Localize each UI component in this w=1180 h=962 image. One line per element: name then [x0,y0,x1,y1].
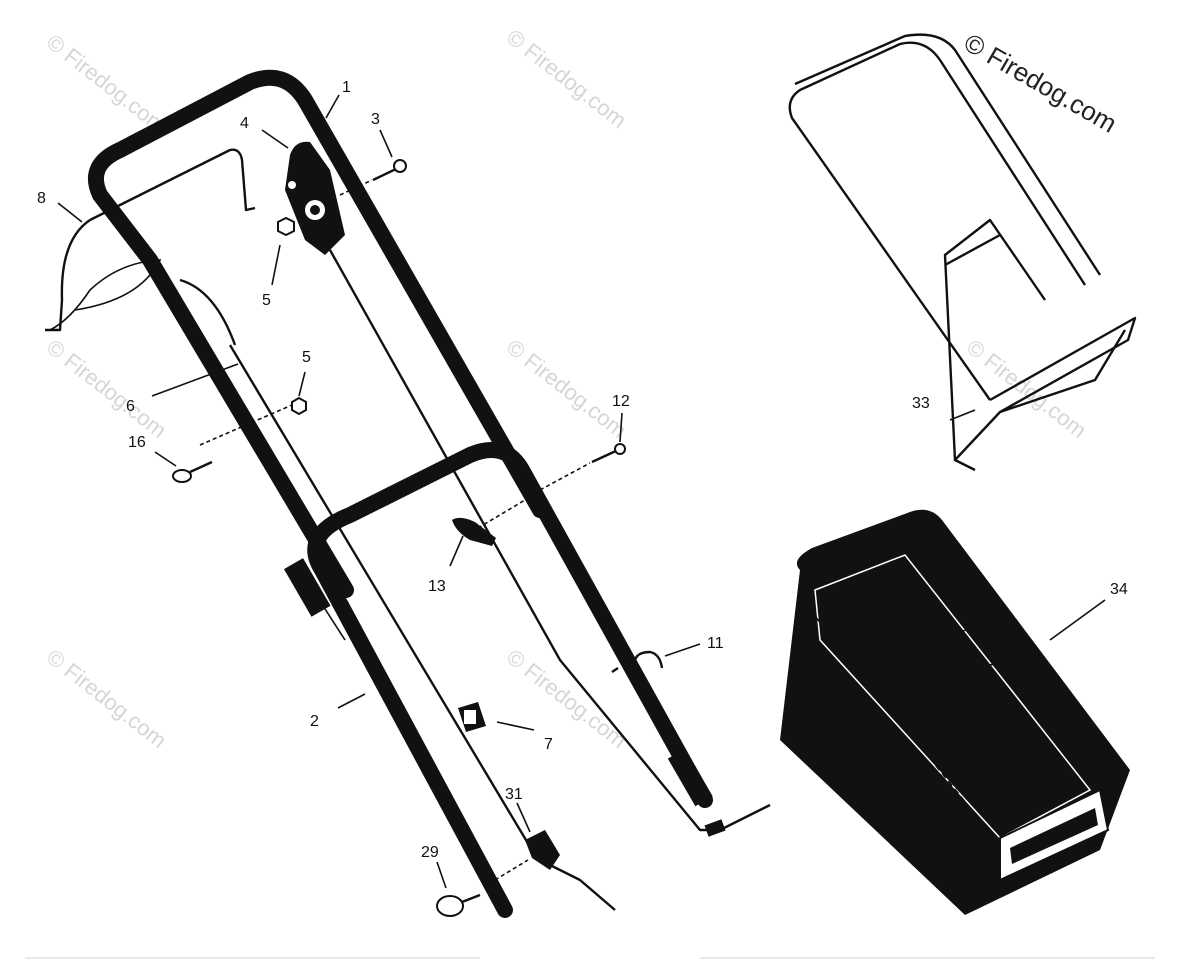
watermark: © Firedog.com [502,334,631,443]
nut-part-5-lower [199,396,307,446]
leader-lines [57,94,1106,889]
cable-clamp-part-31 [494,830,560,881]
callout-3: 3 [371,111,380,128]
bolt-part-3 [339,159,407,196]
bolt-part-12 [539,443,626,491]
watermark-top-right: © Firedog.com [959,27,1122,138]
callout-12: 12 [612,393,630,410]
cable-guide-part-7 [458,702,486,732]
control-cables [179,249,771,911]
watermark: © Firedog.com [42,29,171,138]
watermark: © Firedog.com [42,334,171,443]
callout-11: 11 [707,635,724,652]
callout-4: 4 [240,115,249,132]
watermark: © Firedog.com [502,24,631,133]
callout-34: 34 [1110,581,1128,598]
callout-33: 33 [912,395,930,412]
clip-part-11 [611,650,664,673]
callout-2: 2 [310,713,319,730]
callout-16: 16 [128,434,146,451]
callout-7: 7 [544,736,553,753]
watermark: © Firedog.com [42,644,171,753]
grass-bag-part-34 [780,509,1130,915]
watermark: © Firedog.com [502,644,631,753]
callout-31: 31 [505,786,523,803]
upper-handle [88,69,548,641]
callout-8: 8 [37,190,46,207]
callout-6: 6 [126,398,135,415]
control-housing [285,141,345,255]
callout-labels: 1 2 3 4 5 5 6 7 8 11 12 13 16 29 31 33 3… [37,79,1128,861]
lower-handle [307,442,713,918]
callout-29: 29 [421,844,439,861]
carriage-bolt-part-29 [436,893,481,917]
nut-part-5-upper [277,216,295,237]
callout-5-upper: 5 [262,292,271,309]
callout-5-lower: 5 [302,349,311,366]
callout-1: 1 [342,79,351,96]
knob-part-13 [452,499,526,546]
bag-frame-part-33 [788,33,1137,472]
callout-13: 13 [428,578,446,595]
bail-lever [45,148,256,332]
eye-bolt-part-16 [172,460,213,483]
